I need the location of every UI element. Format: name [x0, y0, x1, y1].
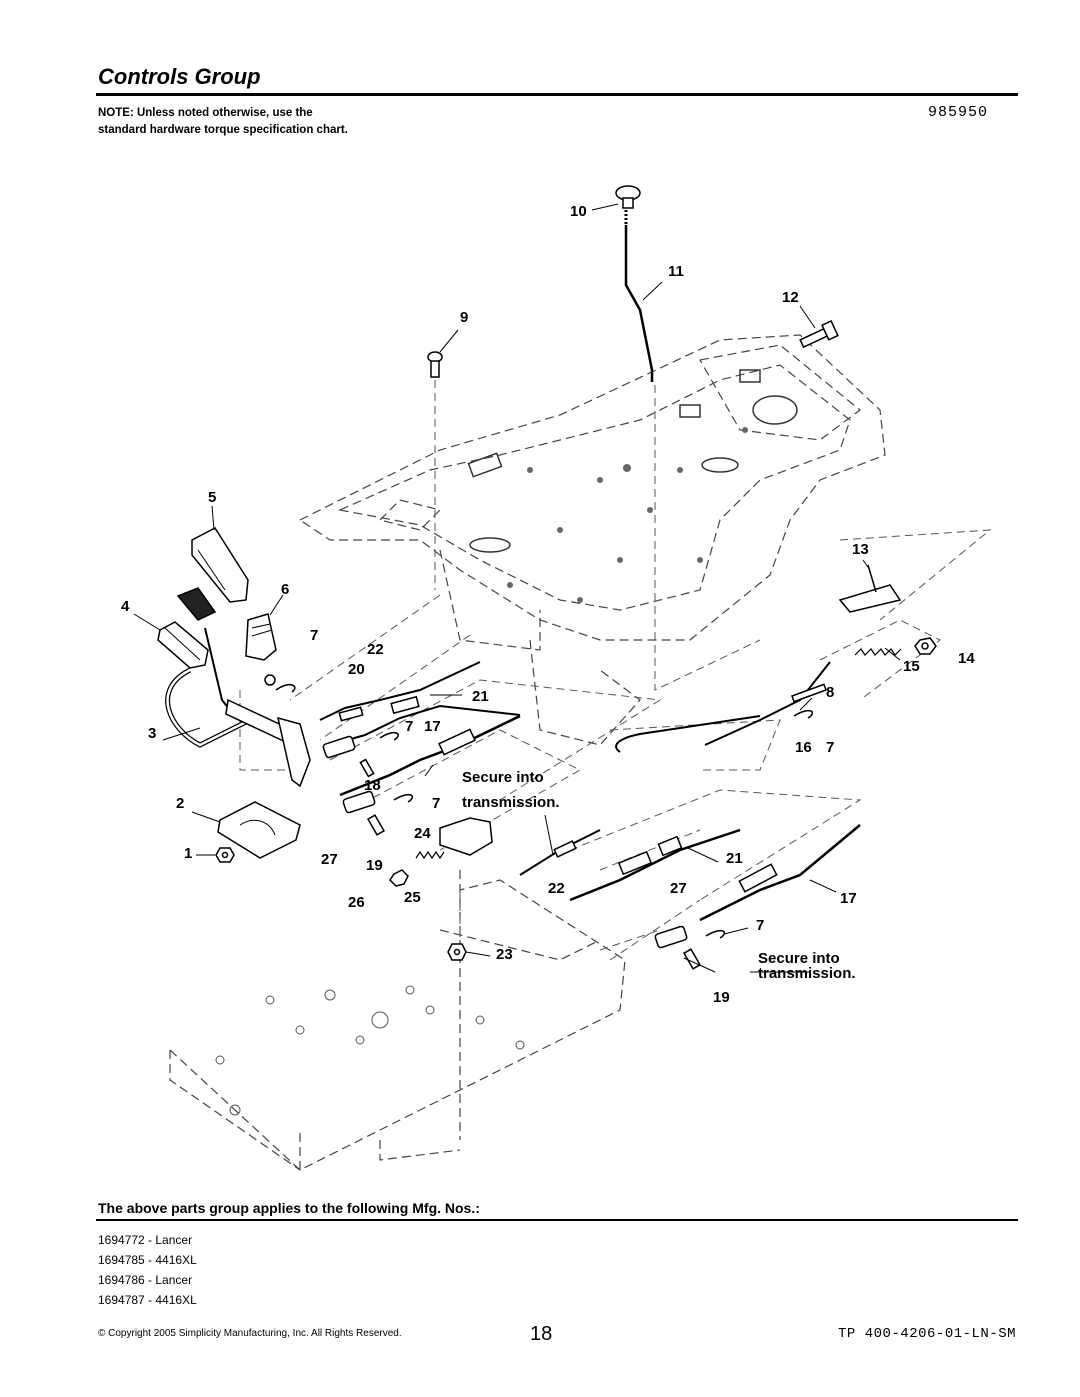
callout-19-a: 19 [366, 857, 383, 874]
part-1-nut [215, 847, 235, 863]
model-item: 1694785 - 4416XL [98, 1253, 197, 1267]
housing-holes [215, 985, 525, 1116]
diagram-id: 985950 [928, 104, 989, 121]
callout-26: 26 [348, 894, 365, 911]
part-25-spring [415, 850, 445, 860]
secure-note-1-line-1: Secure into [462, 769, 544, 786]
callout-15: 15 [903, 658, 920, 675]
part-2-bracket [217, 801, 301, 859]
callout-7-b: 7 [405, 718, 413, 735]
callout-17-b: 17 [840, 890, 857, 907]
secure-note-2-line-1: Secure into [758, 950, 840, 967]
part-11-rod [624, 225, 654, 382]
callout-23: 23 [496, 946, 513, 963]
callout-5: 5 [208, 489, 216, 506]
page-number: 18 [530, 1323, 553, 1345]
part-23-nut [447, 943, 467, 961]
leader-lines [133, 203, 901, 973]
part-14-nut [914, 637, 937, 655]
callout-4: 4 [121, 598, 130, 615]
applicability-heading: The above parts group applies to the fol… [98, 1200, 480, 1216]
cable-assemblies [319, 661, 861, 922]
callout-8: 8 [826, 684, 834, 701]
callout-14: 14 [958, 650, 975, 667]
callout-3: 3 [148, 725, 156, 742]
callout-27-a: 27 [321, 851, 338, 868]
callout-12: 12 [782, 289, 799, 306]
callout-17-a: 17 [424, 718, 441, 735]
secure-note-1-line-2: transmission. [462, 794, 560, 811]
callout-7-d: 7 [432, 795, 440, 812]
cable-sleeves [338, 683, 827, 893]
page-title: Controls Group [98, 64, 261, 89]
copyright-notice: © Copyright 2005 Simplicity Manufacturin… [98, 1328, 402, 1339]
part-10-knob [615, 185, 641, 209]
callout-21-b: 21 [726, 850, 743, 867]
callout-27-b: 27 [670, 880, 687, 897]
frame-cutouts [467, 369, 798, 553]
document-code: TP 400-4206-01-LN-SM [838, 1326, 1017, 1342]
pedal-rod [204, 627, 231, 711]
callout-13: 13 [852, 541, 869, 558]
callout-9: 9 [460, 309, 468, 326]
frame-drawing [298, 334, 886, 746]
callout-18: 18 [364, 777, 381, 794]
clevis-parts [275, 683, 814, 970]
callout-1: 1 [184, 845, 192, 862]
callout-11: 11 [668, 263, 684, 280]
part-26-nut [389, 869, 409, 887]
callout-10: 10 [570, 203, 587, 220]
model-item: 1694787 - 4416XL [98, 1293, 197, 1307]
frame-holes [507, 427, 748, 603]
callout-16: 16 [795, 739, 812, 756]
applicability-rule [96, 1219, 1018, 1221]
part-5-pedal-pad [191, 527, 249, 603]
callout-20: 20 [348, 661, 365, 678]
title-rule [96, 93, 1018, 96]
callout-6: 6 [281, 581, 289, 598]
callout-21-a: 21 [472, 688, 489, 705]
model-item: 1694786 - Lancer [98, 1273, 193, 1287]
callout-25: 25 [404, 889, 421, 906]
part-3-shaft [225, 674, 311, 788]
part-24-bracket [439, 817, 493, 856]
part-13-bracket [838, 564, 902, 613]
part-6-pad [245, 613, 277, 661]
callout-7-e: 7 [756, 917, 764, 934]
model-list: 1694772 - Lancer 1694785 - 4416XL 169478… [98, 1230, 197, 1310]
secure-note-2-line-2: transmission. [758, 965, 856, 982]
callout-24: 24 [414, 825, 431, 842]
torque-note: NOTE: Unless noted otherwise, use the st… [98, 107, 348, 136]
callout-22-b: 22 [548, 880, 565, 897]
callout-2: 2 [176, 795, 184, 812]
part-4-pedal [157, 587, 217, 669]
part-15-spring [854, 648, 902, 656]
callout-7-a: 7 [310, 627, 318, 644]
model-item: 1694772 - Lancer [98, 1233, 193, 1247]
callout-7-c: 7 [826, 739, 834, 756]
part-12-bolt [799, 319, 839, 349]
callout-22-a: 22 [367, 641, 384, 658]
transmission-housing [169, 870, 626, 1171]
part-9-bolt [427, 351, 443, 378]
callout-labels: 10 11 12 9 5 13 6 4 7 22 20 14 15 8 21 7… [121, 203, 975, 1006]
callout-19-b: 19 [713, 989, 730, 1006]
